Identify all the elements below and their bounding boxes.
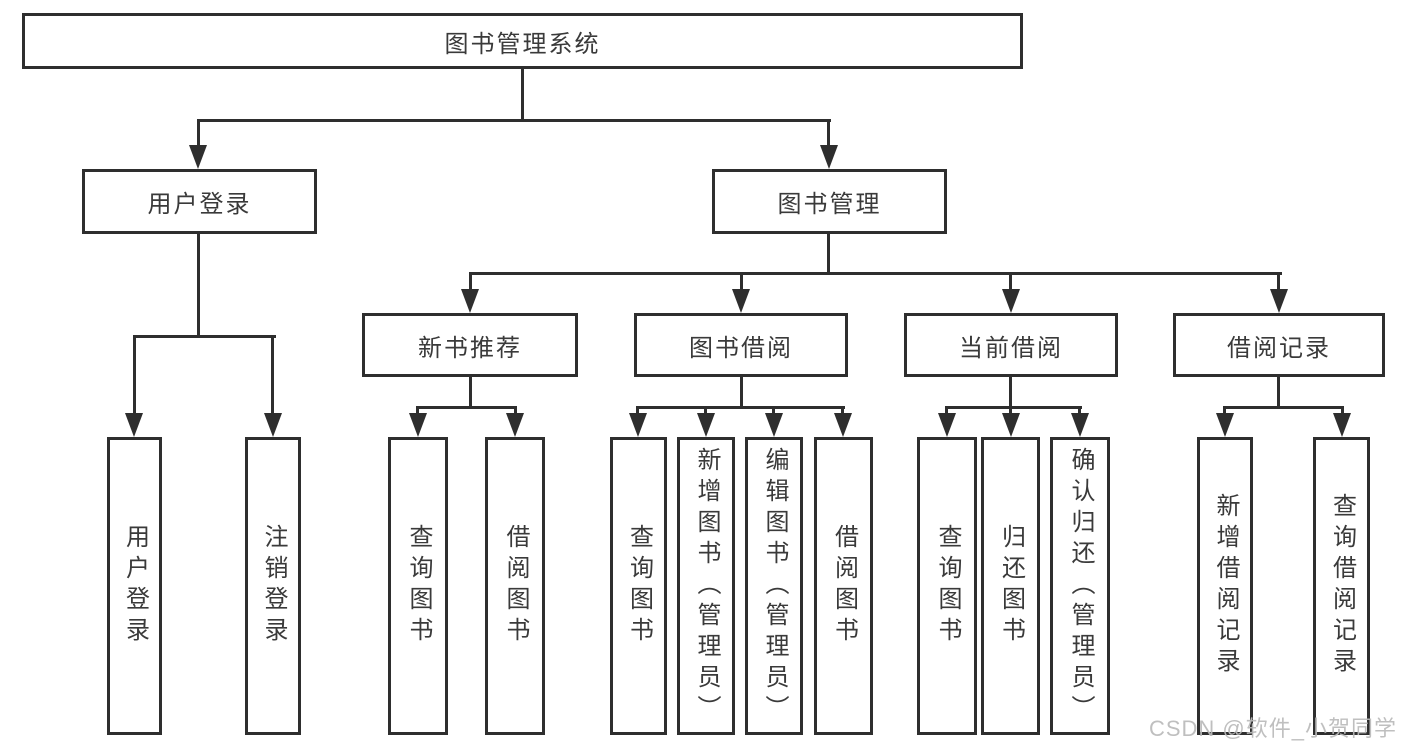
node-book-borrowing: 图书借阅 <box>634 313 848 377</box>
node-return-books: 归还图书 <box>981 437 1040 735</box>
connector-line <box>636 406 639 418</box>
connector-line <box>1223 406 1344 409</box>
node-borrowing-records: 借阅记录 <box>1173 313 1385 377</box>
node-borrow-books-recommend: 借阅图书 <box>485 437 545 735</box>
connector-line <box>1009 375 1012 408</box>
arrow-down-icon <box>506 413 524 437</box>
connector-line <box>133 337 136 417</box>
arrow-down-icon <box>189 145 207 169</box>
node-query-books-recommend: 查询图书 <box>388 437 448 735</box>
connector-line <box>945 406 1082 409</box>
connector-line <box>1223 406 1226 418</box>
connector-line <box>945 406 948 418</box>
connector-line <box>469 375 472 408</box>
connector-line <box>416 406 517 409</box>
node-logout-leaf: 注销登录 <box>245 437 301 735</box>
node-borrow-books-leaf: 借阅图书 <box>814 437 873 735</box>
arrow-down-icon <box>1002 413 1020 437</box>
arrow-down-icon <box>125 413 143 437</box>
arrow-down-icon <box>765 413 783 437</box>
watermark-text: CSDN @软件_小贺同学 <box>1148 716 1397 741</box>
connector-line <box>636 406 845 409</box>
connector-line <box>469 274 472 293</box>
arrow-down-icon <box>820 145 838 169</box>
node-query-books-current: 查询图书 <box>917 437 977 735</box>
connector-line <box>1009 274 1012 293</box>
node-add-borrow-record: 新增借阅记录 <box>1197 437 1253 735</box>
connector-line <box>197 119 831 122</box>
connector-line <box>469 272 1282 275</box>
arrow-down-icon <box>1333 413 1351 437</box>
arrow-down-icon <box>938 413 956 437</box>
node-query-books-borrow: 查询图书 <box>610 437 667 735</box>
connector-line <box>1078 406 1081 418</box>
connector-line <box>197 232 200 338</box>
arrow-down-icon <box>732 289 750 313</box>
arrow-down-icon <box>461 289 479 313</box>
arrow-down-icon <box>409 413 427 437</box>
node-add-books-admin: 新增图书（管理员） <box>677 437 735 735</box>
arrow-down-icon <box>834 413 852 437</box>
node-book-management: 图书管理 <box>712 169 947 234</box>
connector-line <box>197 121 200 149</box>
node-current-borrowing: 当前借阅 <box>904 313 1118 377</box>
arrow-down-icon <box>1071 413 1089 437</box>
connector-line <box>740 375 743 408</box>
arrow-down-icon <box>1216 413 1234 437</box>
connector-line <box>841 406 844 418</box>
arrow-down-icon <box>1002 289 1020 313</box>
connector-line <box>521 66 524 122</box>
node-edit-books-admin: 编辑图书（管理员） <box>745 437 803 735</box>
node-user-login: 用户登录 <box>82 169 317 234</box>
node-new-book-recommendation: 新书推荐 <box>362 313 578 377</box>
node-confirm-return-admin: 确认归还（管理员） <box>1050 437 1110 735</box>
connector-line <box>1009 406 1012 418</box>
connector-line <box>704 406 707 418</box>
node-query-borrow-record: 查询借阅记录 <box>1313 437 1370 735</box>
arrow-down-icon <box>697 413 715 437</box>
connector-line <box>133 335 276 338</box>
connector-line <box>416 406 419 418</box>
node-user-login-leaf: 用户登录 <box>107 437 162 735</box>
connector-line <box>1341 406 1344 418</box>
arrow-down-icon <box>629 413 647 437</box>
arrow-down-icon <box>264 413 282 437</box>
connector-line <box>827 232 830 274</box>
connector-line <box>1277 375 1280 408</box>
arrow-down-icon <box>1270 289 1288 313</box>
connector-line <box>1277 274 1280 293</box>
connector-line <box>772 406 775 418</box>
connector-line <box>514 406 517 418</box>
connector-line <box>740 274 743 293</box>
node-library-management-system: 图书管理系统 <box>22 13 1023 69</box>
connector-line <box>271 337 274 417</box>
connector-line <box>827 121 830 149</box>
